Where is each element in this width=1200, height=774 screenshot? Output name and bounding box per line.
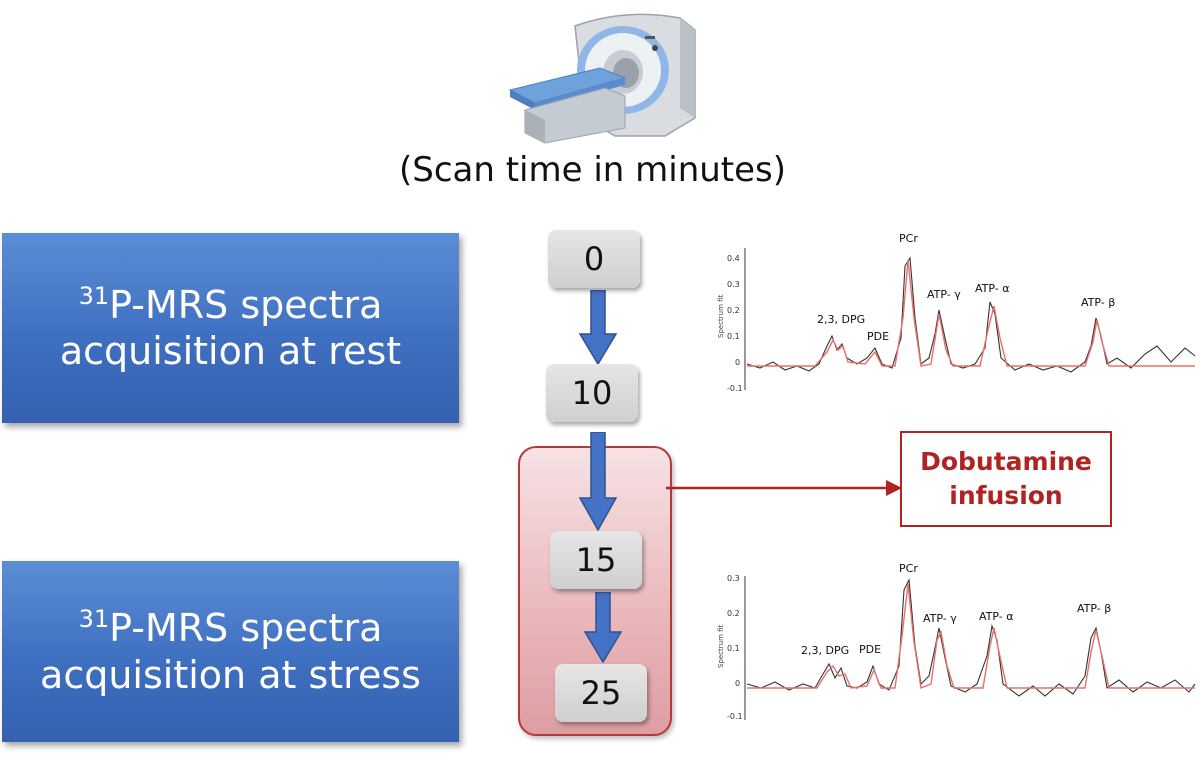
tick-label: 0 bbox=[735, 679, 740, 688]
peak-label-atp-gamma: ATP- γ bbox=[927, 288, 961, 301]
tick-label: -0.1 bbox=[727, 712, 743, 721]
peak-label-atp-alpha: ATP- α bbox=[975, 282, 1010, 295]
peak-label-atp-beta: ATP- β bbox=[1077, 602, 1111, 615]
arrow-down-icon bbox=[578, 432, 618, 532]
peak-label-atp-beta: ATP- β bbox=[1081, 296, 1115, 309]
y-axis-label: Spectrum fit bbox=[717, 294, 725, 338]
tick-label: 0.4 bbox=[727, 254, 740, 263]
peak-label-pcr: PCr bbox=[899, 562, 918, 575]
tick-label: 0.1 bbox=[727, 644, 740, 653]
peak-label-atp-alpha: ATP- α bbox=[979, 610, 1014, 623]
stress-phase-line2: acquisition at stress bbox=[40, 652, 421, 697]
rest-phase-line2: acquisition at rest bbox=[59, 329, 402, 373]
isotope-superscript: 31 bbox=[78, 605, 110, 634]
time-marker-15: 15 bbox=[550, 531, 642, 589]
connector-arrow bbox=[666, 480, 902, 496]
peak-label-atp-gamma: ATP- γ bbox=[923, 612, 957, 625]
arrow-down-icon bbox=[578, 290, 618, 366]
tick-label: 0.3 bbox=[727, 574, 740, 583]
peak-label-pde: PDE bbox=[867, 330, 889, 343]
rest-phase-line1: 31P-MRS spectra bbox=[78, 281, 383, 327]
peak-label-dpg: 2,3, DPG bbox=[801, 644, 849, 657]
measured-spectrum-line bbox=[746, 256, 1196, 373]
fitted-spectrum-line bbox=[747, 583, 1195, 689]
tick-label: 0.2 bbox=[727, 609, 740, 618]
measured-spectrum-line bbox=[746, 578, 1196, 697]
isotope-superscript: 31 bbox=[78, 281, 110, 310]
stress-phase-box: 31P-MRS spectra acquisition at stress bbox=[2, 561, 459, 742]
peak-label-pde: PDE bbox=[859, 643, 881, 656]
stress-phase-line1: 31P-MRS spectra bbox=[78, 605, 383, 651]
dobutamine-line2: infusion bbox=[949, 481, 1063, 510]
time-marker-0: 0 bbox=[548, 230, 640, 288]
peak-label-dpg: 2,3, DPG bbox=[817, 313, 865, 326]
tick-label: 0.1 bbox=[727, 332, 740, 341]
tick-label: -0.1 bbox=[727, 384, 743, 393]
rest-phase-box: 31P-MRS spectra acquisition at rest bbox=[2, 233, 459, 423]
y-axis-label: Spectrum fit bbox=[717, 624, 725, 668]
tick-label: 0.2 bbox=[727, 306, 740, 315]
rest-spectrum-plot: Spectrum fit 0.4 0.3 0.2 0.1 0 -0.1 2,3,… bbox=[717, 232, 1196, 393]
fitted-spectrum-line bbox=[747, 259, 1195, 367]
time-marker-25: 25 bbox=[555, 664, 647, 722]
tick-label: 0.3 bbox=[727, 280, 740, 289]
dobutamine-infusion-box: Dobutamine infusion bbox=[900, 431, 1112, 527]
stress-spectrum-plot: Spectrum fit 0.3 0.2 0.1 0 -0.1 2,3, DPG… bbox=[717, 562, 1196, 721]
arrow-down-icon bbox=[583, 592, 623, 664]
mri-scanner-icon bbox=[508, 13, 696, 144]
scan-time-caption: (Scan time in minutes) bbox=[398, 150, 787, 190]
peak-label-pcr: PCr bbox=[899, 232, 918, 245]
dobutamine-line1: Dobutamine bbox=[920, 447, 1092, 477]
time-marker-10: 10 bbox=[546, 364, 638, 422]
tick-label: 0 bbox=[735, 358, 740, 367]
